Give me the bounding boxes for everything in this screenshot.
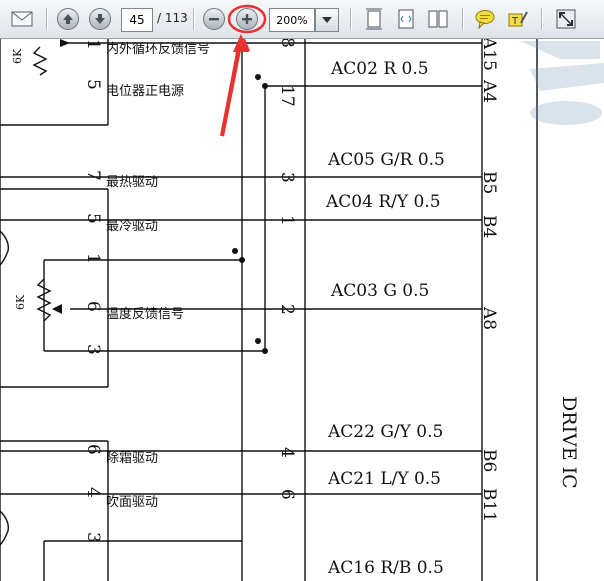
wire-label: AC04 R/Y 0.5 bbox=[326, 192, 441, 212]
arrow-up-icon bbox=[57, 8, 79, 30]
pin-number: 6 bbox=[83, 301, 103, 312]
signal-label: 内外循环反馈信号 bbox=[106, 42, 211, 57]
module-label: DRIVE IC bbox=[558, 396, 580, 489]
pin-number: 17 bbox=[277, 85, 297, 107]
signal-label: 电位器正电源 bbox=[106, 84, 185, 99]
wire-label: AC22 G/Y 0.5 bbox=[328, 422, 444, 442]
pin-number: 2 bbox=[277, 304, 297, 315]
pin-number: 1 bbox=[277, 215, 297, 226]
signal-label: 除霜驱动 bbox=[106, 451, 159, 466]
zoom-level-input[interactable]: 200% bbox=[269, 8, 315, 32]
minus-icon bbox=[203, 8, 225, 30]
pin-number: 5 bbox=[83, 213, 103, 224]
zoom-out-button[interactable] bbox=[202, 7, 226, 31]
wire-label: AC02 R 0.5 bbox=[331, 59, 429, 79]
annotation-arrow bbox=[220, 39, 250, 137]
previous-page-button[interactable] bbox=[56, 7, 80, 31]
pin-number: B5 bbox=[479, 171, 499, 195]
watermark bbox=[520, 41, 604, 125]
document-page: AC02 R 0.5 AC05 G/R 0.5 AC04 R/Y 0.5 AC0… bbox=[0, 39, 604, 581]
pin-number: B6 bbox=[479, 449, 499, 473]
highlight-text-button[interactable]: T bbox=[506, 7, 530, 31]
pin-number: 4 bbox=[277, 447, 297, 458]
page-total: / 113 bbox=[157, 11, 188, 25]
speech-bubble-icon bbox=[475, 10, 495, 29]
toolbar-separator bbox=[46, 8, 48, 30]
text-markup-icon: T bbox=[508, 11, 528, 27]
wire-label: AC03 G 0.5 bbox=[331, 281, 430, 301]
email-button[interactable] bbox=[8, 7, 36, 31]
two-pages-icon bbox=[428, 10, 448, 28]
page-number-input[interactable]: 45 bbox=[121, 8, 153, 32]
signal-label: 最热驱动 bbox=[106, 175, 159, 190]
pin-number: 4 bbox=[83, 487, 103, 498]
fit-page-icon bbox=[366, 8, 382, 30]
pin-number: 8 bbox=[277, 39, 297, 48]
pin-number: 1 bbox=[83, 253, 103, 264]
fit-width-icon bbox=[398, 9, 414, 29]
toolbar-separator bbox=[193, 8, 195, 30]
signal-label: 最冷驱动 bbox=[106, 219, 159, 234]
pin-number: 6 bbox=[277, 489, 297, 500]
fullscreen-button[interactable] bbox=[553, 7, 579, 31]
zoom-dropdown[interactable] bbox=[315, 8, 339, 32]
pin-number: 3 bbox=[83, 532, 103, 543]
fit-page-button[interactable] bbox=[362, 7, 386, 31]
signal-label: 吹面驱动 bbox=[106, 495, 159, 510]
resistor-label: 6K bbox=[11, 48, 24, 64]
chevron-down-icon bbox=[322, 17, 332, 23]
resistor-label: 6K bbox=[14, 294, 27, 310]
pin-number: A4 bbox=[479, 80, 499, 104]
pin-number: 3 bbox=[83, 344, 103, 355]
pin-number: 1 bbox=[83, 39, 103, 50]
plus-icon bbox=[236, 8, 258, 30]
arrow-down-icon bbox=[89, 8, 111, 30]
pin-number: B4 bbox=[479, 215, 499, 239]
toolbar-separator bbox=[350, 8, 352, 30]
wire-label: AC21 L/Y 0.5 bbox=[328, 469, 441, 489]
wire-label: AC05 G/R 0.5 bbox=[328, 150, 445, 170]
expand-icon bbox=[556, 9, 576, 29]
envelope-icon bbox=[11, 11, 33, 27]
signal-label: 温度反馈信号 bbox=[106, 307, 185, 322]
schematic-drawing bbox=[0, 39, 604, 581]
toolbar: 45 / 113 200% bbox=[0, 0, 604, 39]
pin-number: 7 bbox=[83, 170, 103, 181]
comment-button[interactable] bbox=[473, 7, 497, 31]
pin-number: A8 bbox=[479, 307, 499, 331]
svg-text:T: T bbox=[511, 16, 519, 27]
wire-label: AC16 R/B 0.5 bbox=[328, 558, 444, 578]
pin-number: B11 bbox=[479, 488, 499, 523]
pin-number: 5 bbox=[83, 79, 103, 90]
next-page-button[interactable] bbox=[88, 7, 112, 31]
two-page-view-button[interactable] bbox=[426, 7, 450, 31]
pin-number: 3 bbox=[277, 172, 297, 183]
pin-number: A15 bbox=[479, 39, 499, 71]
toolbar-separator bbox=[541, 8, 543, 30]
zoom-in-button[interactable] bbox=[235, 7, 259, 31]
fit-width-button[interactable] bbox=[394, 7, 418, 31]
pin-number: 6 bbox=[83, 444, 103, 455]
toolbar-separator bbox=[462, 8, 464, 30]
